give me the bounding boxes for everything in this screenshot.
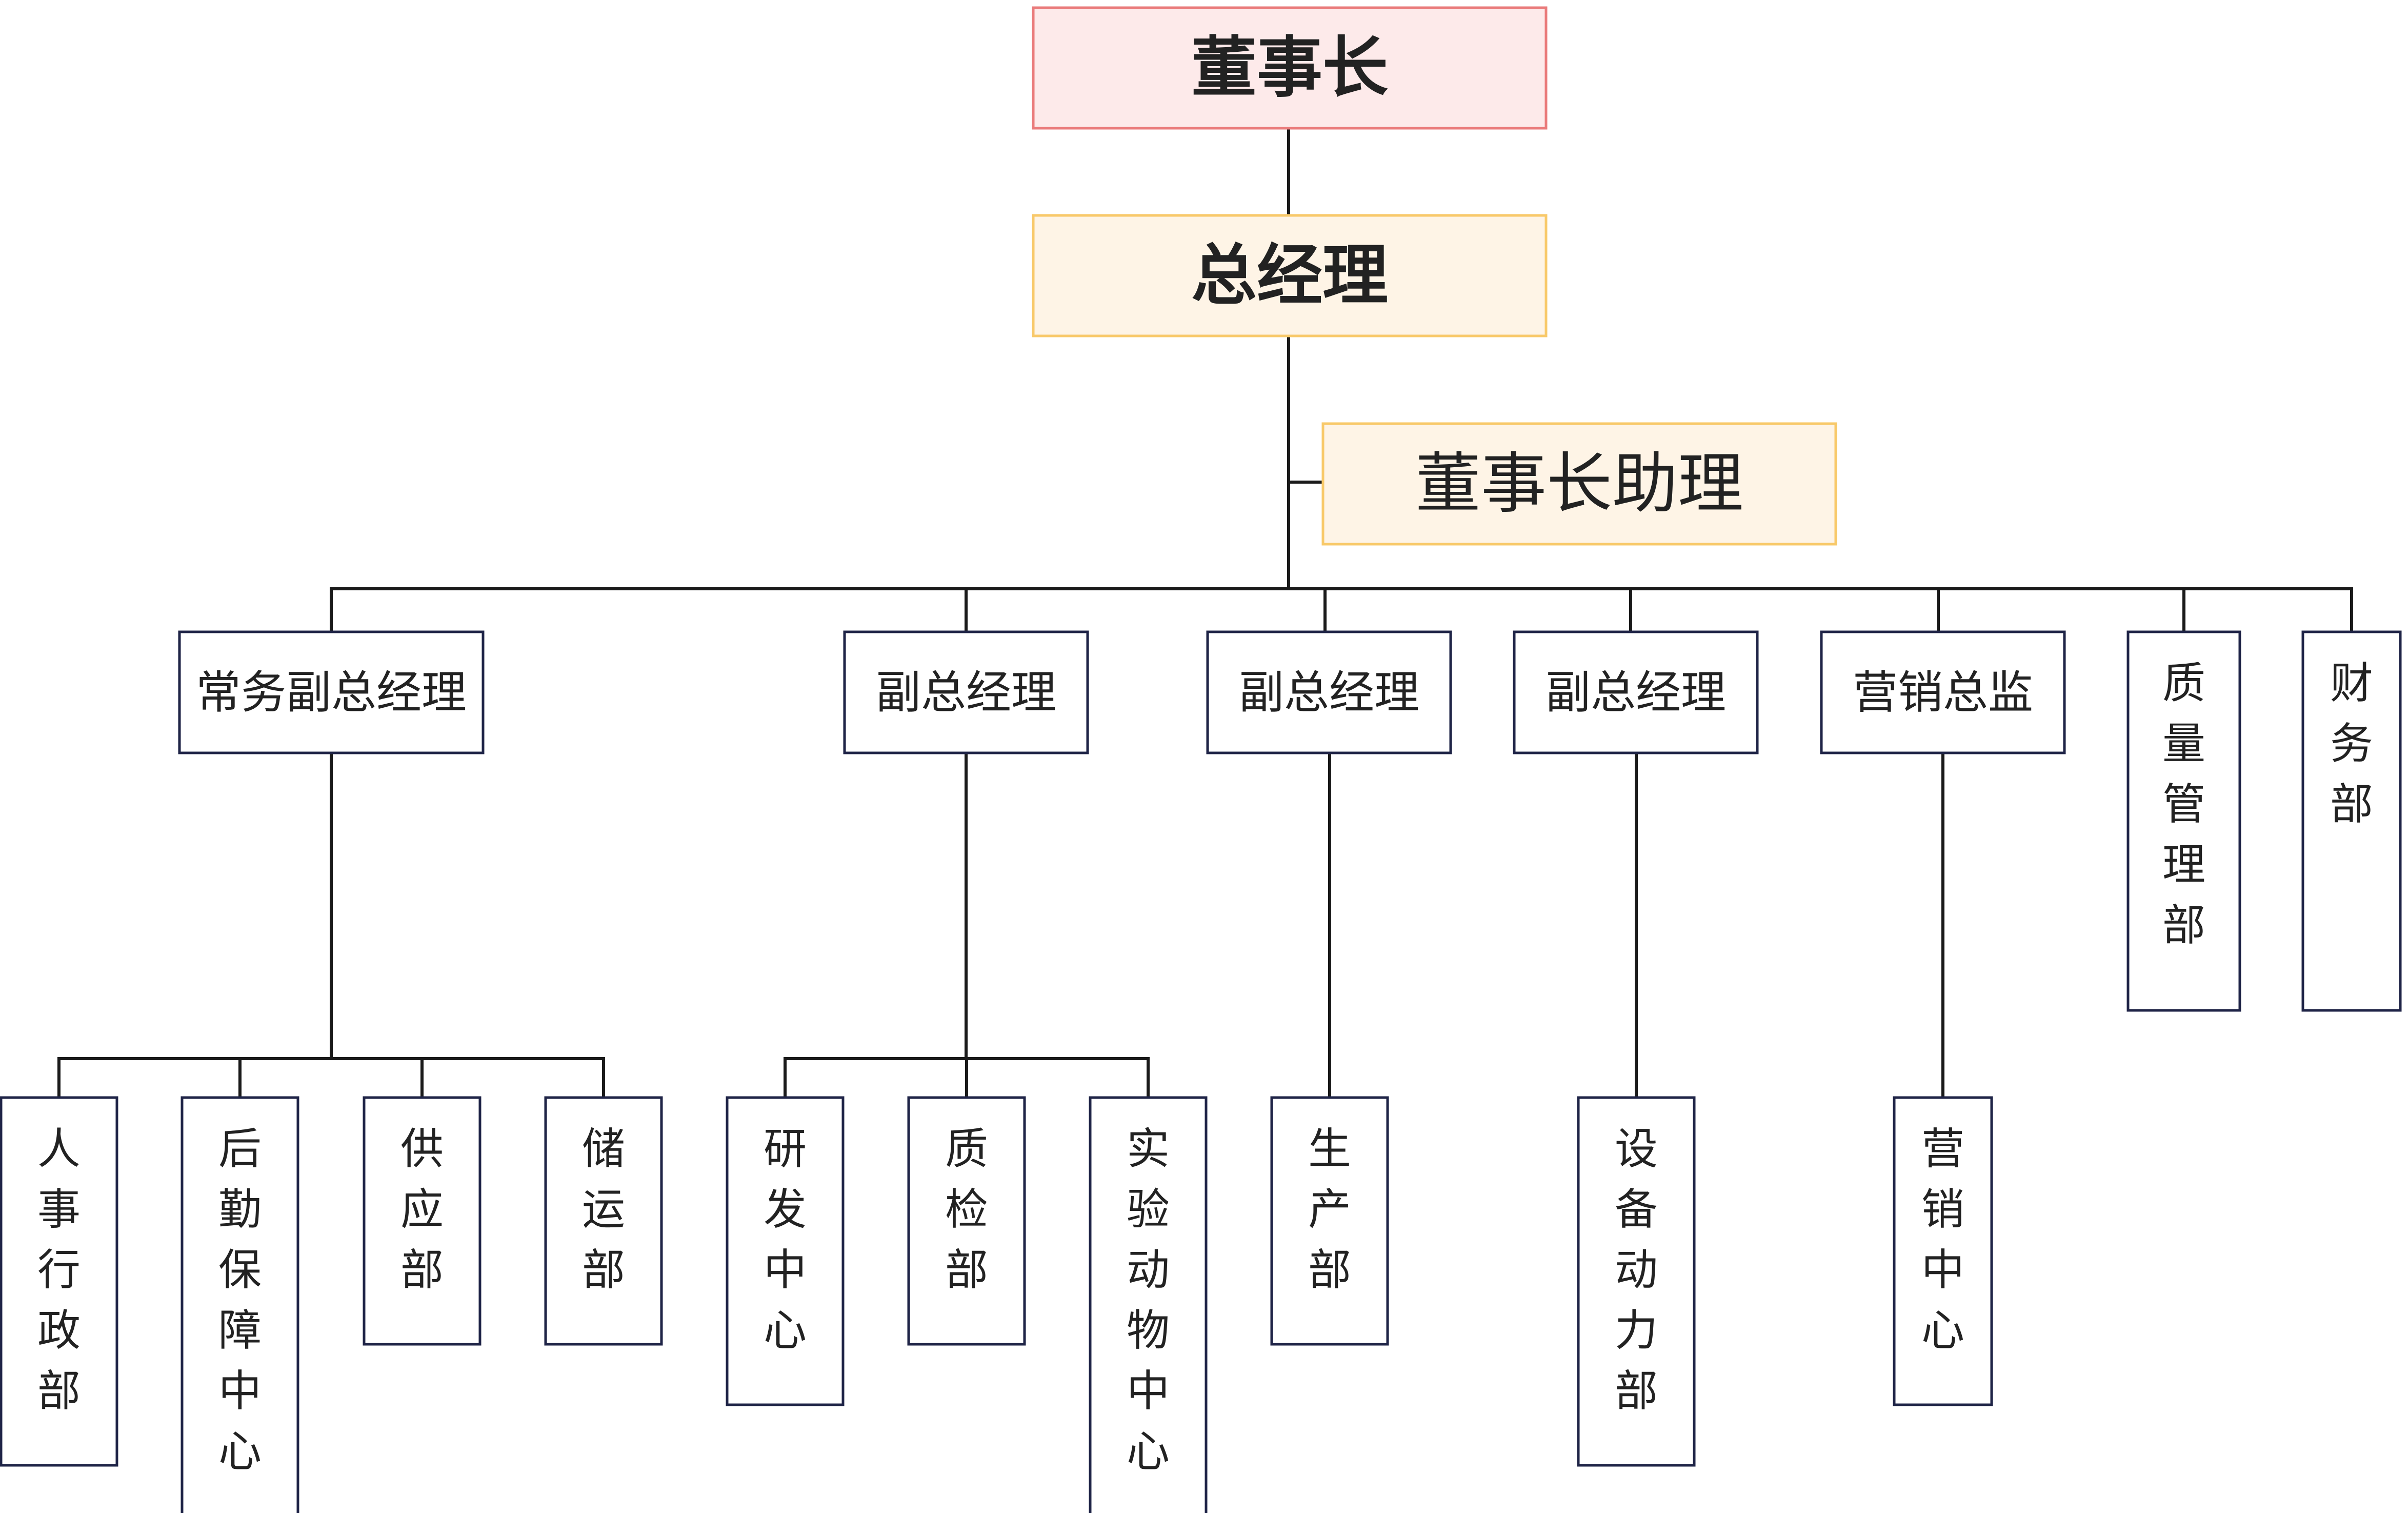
exec-vp-1-dept-1: 质检部 <box>907 1096 1026 1346</box>
exec-vp-1-dept-0-box <box>726 1096 845 1406</box>
exec-vp-1-dept-1-label: 质检部 <box>945 1124 988 1295</box>
exec-vp-1-dept-2: 实验动物中心 <box>1089 1096 1208 1513</box>
exec-sales-director-dept-0-box <box>1893 1096 1993 1406</box>
exec-sales-director-dept-0: 营销中心 <box>1893 1096 1993 1406</box>
exec-executive-vp: 常务副总经理 <box>178 630 485 754</box>
exec-finance-label: 财务部 <box>2330 658 2373 829</box>
exec-sales-director: 营销总监 <box>1820 630 2066 754</box>
exec-executive-vp-dept-2-label: 供应部 <box>400 1124 444 1295</box>
exec-vp-2-dept-0: 生产部 <box>1270 1096 1389 1346</box>
exec-vp-2-dept-0-label: 生产部 <box>1308 1124 1351 1295</box>
exec-executive-vp-dept-0-box <box>0 1096 118 1467</box>
chairman-assistant-node-label: 董事长助理 <box>1415 446 1743 522</box>
exec-finance-box <box>2301 630 2402 1012</box>
exec-finance: 财务部 <box>2301 630 2402 1012</box>
exec-executive-vp-dept-2: 供应部 <box>363 1096 481 1346</box>
exec-vp-1-dept-2-box <box>1089 1096 1208 1513</box>
exec-quality-label: 质量管理部 <box>2162 658 2205 950</box>
chairman-node-label: 董事长 <box>1191 30 1388 106</box>
general-manager-node-label: 总经理 <box>1191 237 1388 314</box>
exec-executive-vp-dept-3: 储运部 <box>544 1096 663 1346</box>
exec-executive-vp-box <box>178 630 485 754</box>
exec-vp-3: 副总经理 <box>1513 630 1759 754</box>
exec-vp-1-dept-0: 研发中心 <box>726 1096 845 1406</box>
exec-vp-2-box <box>1206 630 1452 754</box>
exec-vp-1-box <box>843 630 1089 754</box>
exec-vp-1-dept-0-label: 研发中心 <box>764 1124 807 1356</box>
exec-vp-3-dept-0: 设备动力部 <box>1577 1096 1696 1467</box>
exec-executive-vp-dept-1-box <box>180 1096 299 1513</box>
chairman-node: 董事长 <box>1032 6 1548 130</box>
exec-vp-1: 副总经理 <box>843 630 1089 754</box>
exec-vp-1-dept-2-label: 实验动物中心 <box>1127 1124 1170 1477</box>
exec-vp-2-dept-0-box <box>1270 1096 1389 1346</box>
exec-vp-2: 副总经理 <box>1206 630 1452 754</box>
exec-vp-1-dept-1-box <box>907 1096 1026 1346</box>
exec-vp-3-dept-0-label: 设备动力部 <box>1615 1124 1658 1416</box>
exec-executive-vp-dept-1: 后勤保障中心 <box>180 1096 299 1513</box>
exec-executive-vp-dept-1-label: 后勤保障中心 <box>218 1124 262 1477</box>
general-manager-node: 总经理 <box>1032 214 1548 337</box>
exec-vp-3-box <box>1513 630 1759 754</box>
exec-executive-vp-dept-2-box <box>363 1096 481 1346</box>
exec-sales-director-label: 营销总监 <box>1853 666 2033 719</box>
general-manager-node-box <box>1032 214 1548 337</box>
exec-sales-director-box <box>1820 630 2066 754</box>
exec-quality-box <box>2126 630 2241 1012</box>
exec-executive-vp-dept-0: 人事行政部 <box>0 1096 118 1467</box>
exec-vp-3-label: 副总经理 <box>1546 666 1726 719</box>
exec-vp-3-dept-0-box <box>1577 1096 1696 1467</box>
exec-executive-vp-label: 常务副总经理 <box>196 666 467 719</box>
chairman-assistant-node-box <box>1321 422 1837 546</box>
exec-vp-2-label: 副总经理 <box>1239 666 1419 719</box>
exec-quality: 质量管理部 <box>2126 630 2241 1012</box>
exec-executive-vp-dept-3-label: 储运部 <box>582 1124 625 1295</box>
chairman-assistant-node: 董事长助理 <box>1321 422 1837 546</box>
chairman-node-box <box>1032 6 1548 130</box>
exec-vp-1-label: 副总经理 <box>876 666 1056 719</box>
exec-executive-vp-dept-3-box <box>544 1096 663 1346</box>
exec-sales-director-dept-0-label: 营销中心 <box>1921 1124 1964 1356</box>
exec-executive-vp-dept-0-label: 人事行政部 <box>37 1124 81 1416</box>
connector-lines <box>57 127 2353 1099</box>
